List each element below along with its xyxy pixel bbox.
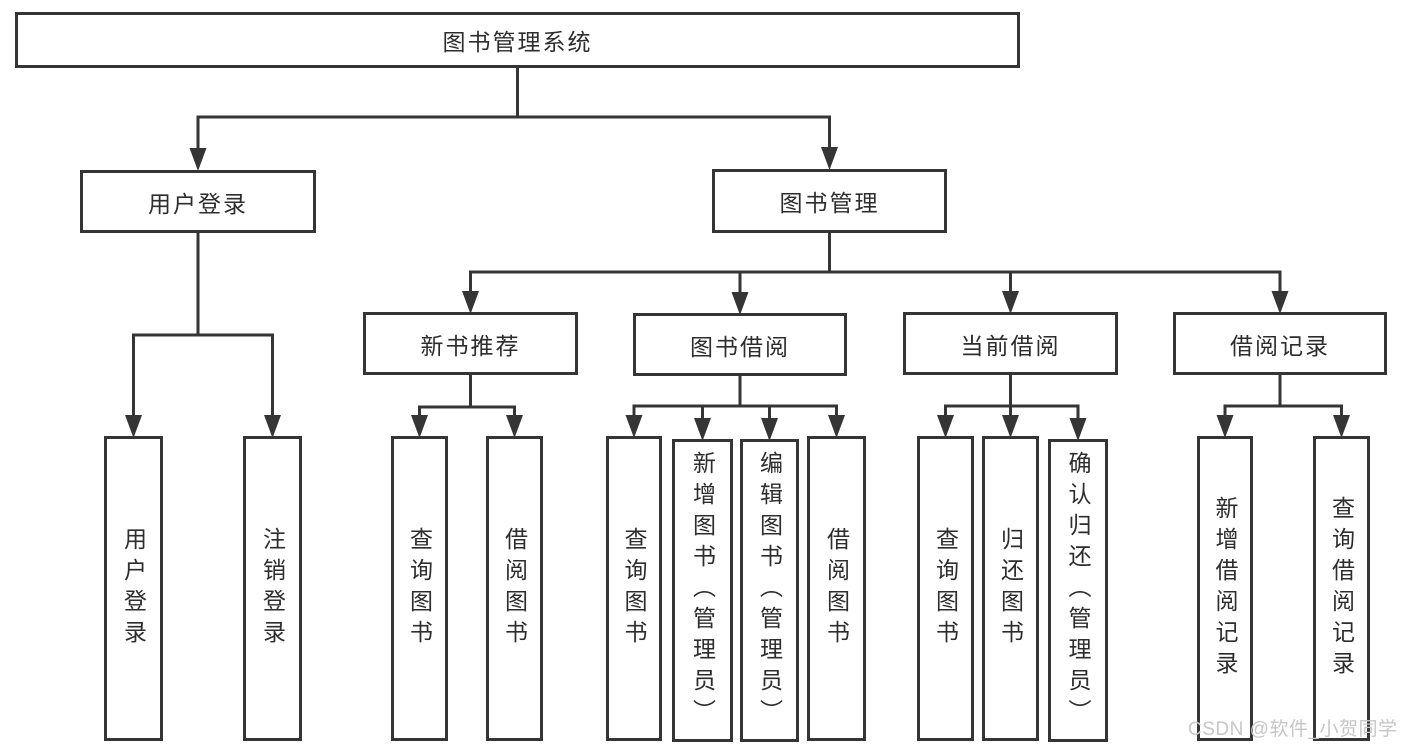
leaf-query-books-2: 查询图书 <box>606 436 662 741</box>
leaf-add-borrow-record-label: 新增借阅记录 <box>1212 495 1238 682</box>
leaf-logout-label: 注销登录 <box>259 526 286 651</box>
node-book-borrow: 图书借阅 <box>633 313 847 376</box>
arrowheads <box>125 147 1350 441</box>
leaf-add-book-admin: 新增图书（管理员） <box>672 439 733 742</box>
leaf-borrow-books-1-label: 借阅图书 <box>501 526 528 651</box>
node-root: 图书管理系统 <box>15 12 1020 68</box>
leaf-query-books-2-label: 查询图书 <box>621 526 647 651</box>
leaf-user-login-label: 用户登录 <box>120 526 147 651</box>
leaf-query-borrow-record: 查询借阅记录 <box>1313 436 1370 741</box>
node-book-borrow-label: 图书借阅 <box>690 333 790 360</box>
leaf-logout: 注销登录 <box>243 436 302 741</box>
node-book-management: 图书管理 <box>712 169 947 233</box>
node-new-book-recommend-label: 新书推荐 <box>420 332 521 359</box>
node-borrow-records-label: 借阅记录 <box>1230 332 1330 359</box>
csdn-watermark: CSDN @软件_小贺同学 <box>1188 719 1398 740</box>
leaf-query-borrow-record-label: 查询借阅记录 <box>1328 495 1355 682</box>
leaf-borrow-books-2-label: 借阅图书 <box>823 526 850 651</box>
node-current-borrow-label: 当前借阅 <box>960 332 1061 359</box>
leaf-borrow-books-1: 借阅图书 <box>486 436 543 741</box>
leaf-query-books-1: 查询图书 <box>391 436 448 741</box>
leaf-borrow-books-2: 借阅图书 <box>807 436 866 741</box>
leaf-confirm-return-admin-label: 确认归还（管理员） <box>1065 451 1091 730</box>
leaf-query-books-3: 查询图书 <box>917 436 974 741</box>
node-book-management-label: 图书管理 <box>779 190 880 216</box>
leaf-add-borrow-record: 新增借阅记录 <box>1197 436 1253 741</box>
leaf-user-login: 用户登录 <box>104 436 163 741</box>
node-current-borrow: 当前借阅 <box>903 312 1118 375</box>
leaf-query-books-3-label: 查询图书 <box>932 526 959 651</box>
leaf-return-books-label: 归还图书 <box>997 526 1024 651</box>
node-new-book-recommend: 新书推荐 <box>363 312 578 375</box>
tree-edges <box>132 68 1343 422</box>
node-user-login: 用户登录 <box>80 170 316 233</box>
leaf-query-books-1-label: 查询图书 <box>406 526 433 651</box>
node-root-label: 图书管理系统 <box>442 29 593 55</box>
node-user-login-label: 用户登录 <box>148 190 248 217</box>
leaf-edit-book-admin: 编辑图书（管理员） <box>740 439 799 742</box>
leaf-edit-book-admin-label: 编辑图书（管理员） <box>756 451 783 730</box>
leaf-confirm-return-admin: 确认归还（管理员） <box>1048 439 1108 742</box>
node-borrow-records: 借阅记录 <box>1173 312 1387 375</box>
leaf-return-books: 归还图书 <box>982 436 1039 741</box>
leaf-add-book-admin-label: 新增图书（管理员） <box>689 451 716 730</box>
